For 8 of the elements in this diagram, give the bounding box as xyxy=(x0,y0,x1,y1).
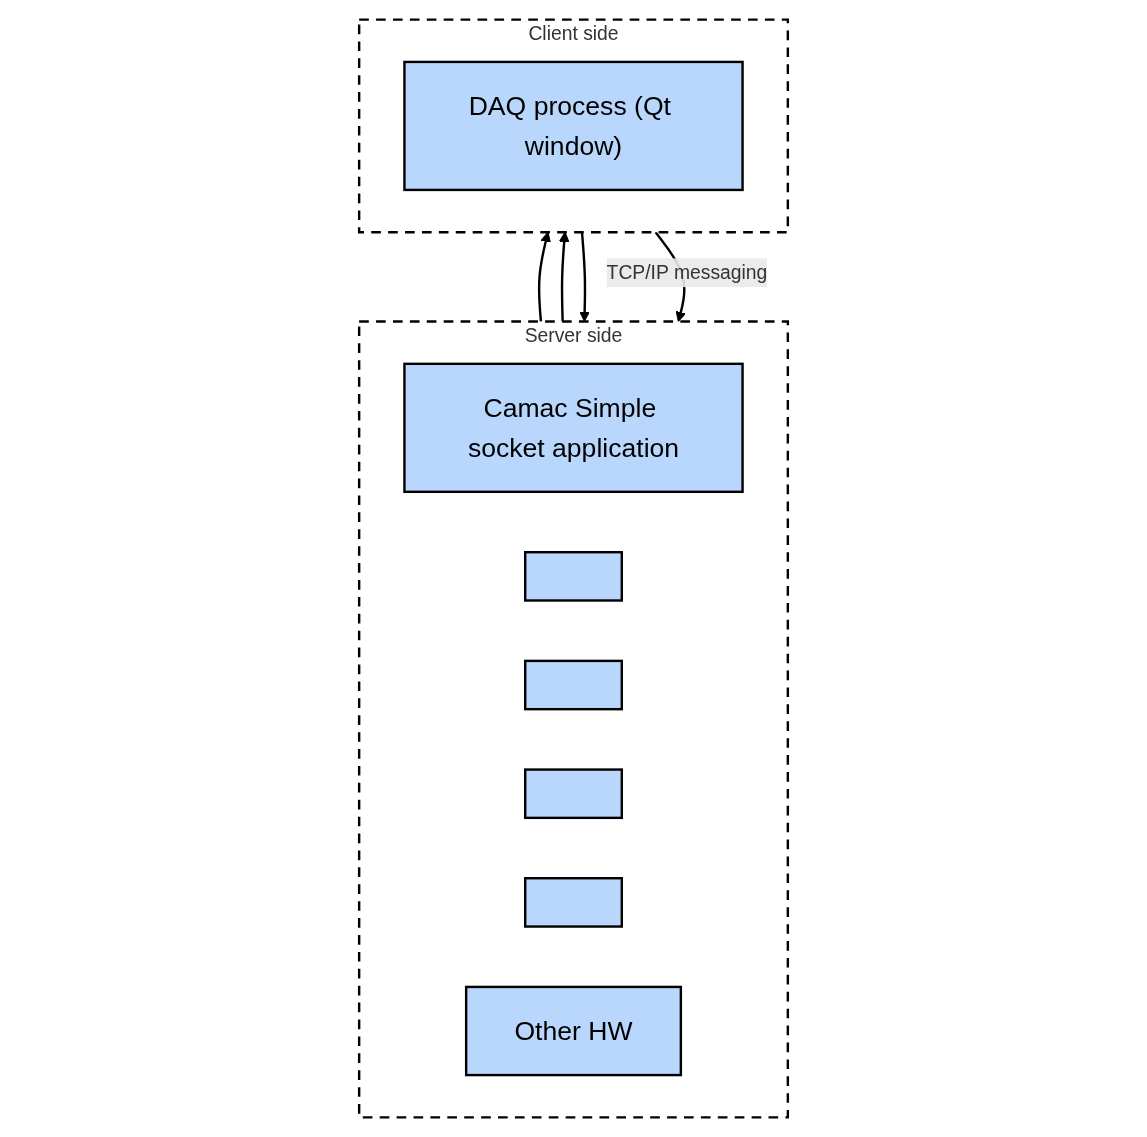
edge-label: TCP/IP messaging xyxy=(606,261,768,283)
node-box xyxy=(524,877,623,928)
node-box: DAQ process (Qt window) xyxy=(403,60,744,192)
node-box: Other HW xyxy=(464,985,683,1077)
node-box xyxy=(524,659,623,711)
node-box xyxy=(524,768,623,820)
node-box: Camac Simple socket application xyxy=(403,362,744,494)
node-box xyxy=(524,551,623,602)
